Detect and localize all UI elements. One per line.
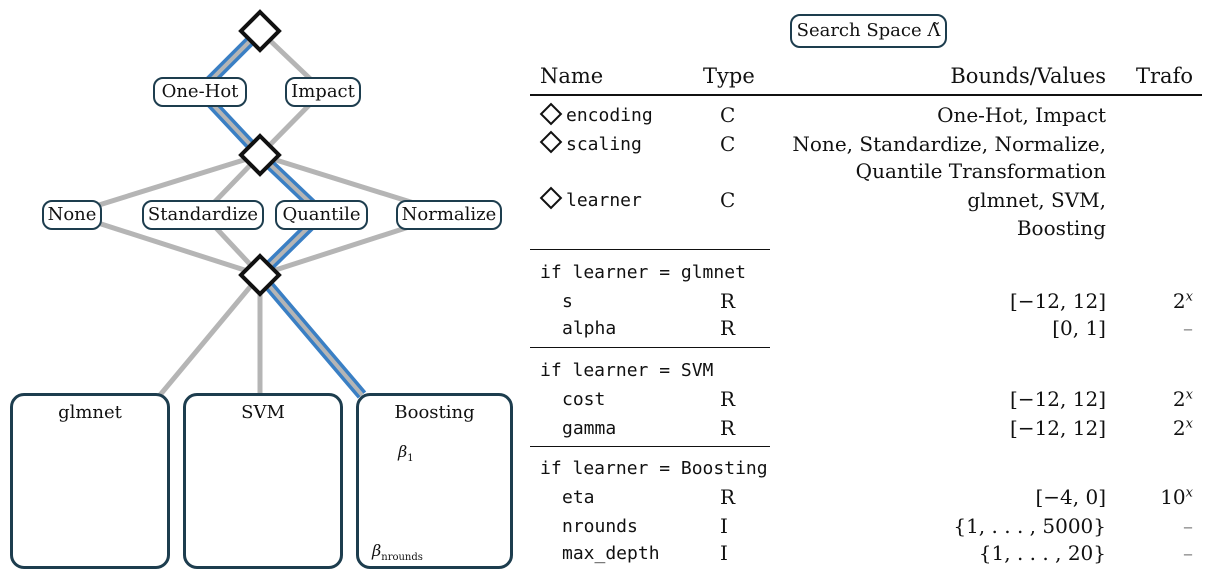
param-cost: cost — [562, 389, 606, 410]
bounds-alpha: [0, 1] — [1052, 316, 1106, 340]
param-learner: learner — [566, 190, 642, 211]
type-learner: C — [720, 188, 736, 212]
scaling-diamond-icon — [539, 130, 563, 154]
node-normalize: Normalize — [396, 200, 502, 230]
encoding-diamond-icon — [539, 102, 563, 126]
type-gamma: R — [720, 416, 736, 440]
rule-svm — [530, 347, 770, 348]
type-nrounds: I — [720, 514, 728, 538]
header-type: Type — [703, 64, 755, 88]
type-s: R — [720, 289, 736, 313]
panel-glmnet-title: glmnet — [58, 402, 122, 423]
type-scaling: C — [720, 132, 736, 156]
header-name: Name — [540, 64, 604, 88]
condition-glmnet: if learner = glmnet — [540, 262, 746, 283]
param-gamma: gamma — [562, 418, 617, 439]
values-learner-line2: Boosting — [1016, 216, 1106, 240]
node-quantile: Quantile — [275, 200, 368, 230]
trafo-max-depth: – — [1183, 541, 1193, 565]
rule-glmnet — [530, 249, 770, 250]
trafo-alpha: – — [1183, 316, 1193, 340]
header-rule — [530, 94, 1202, 96]
panel-boosting: Boosting β1 βnrounds — [356, 393, 513, 569]
panel-glmnet: glmnet — [10, 393, 170, 569]
node-one-hot: One-Hot — [153, 77, 247, 107]
trafo-nrounds: – — [1183, 514, 1193, 538]
encoding-choice-icon — [238, 9, 282, 53]
header-trafo: Trafo — [1136, 64, 1193, 88]
node-standardize: Standardize — [142, 200, 264, 230]
bounds-s: [−12, 12] — [1010, 289, 1106, 313]
type-alpha: R — [720, 316, 736, 340]
values-scaling-line1: None, Standardize, Normalize, — [792, 132, 1106, 156]
condition-svm: if learner = SVM — [540, 360, 714, 381]
values-scaling-line2: Quantile Transformation — [855, 159, 1106, 183]
values-learner-line1: glmnet, SVM, — [967, 188, 1106, 212]
values-encoding: One-Hot, Impact — [937, 103, 1106, 127]
node-impact: Impact — [285, 77, 361, 107]
bounds-gamma: [−12, 12] — [1010, 416, 1106, 440]
panel-svm: SVM — [183, 393, 343, 569]
learner-diamond-icon — [539, 186, 563, 210]
param-alpha: alpha — [562, 318, 617, 339]
graph-edges — [69, 29, 450, 397]
rule-boosting — [530, 446, 770, 447]
learner-choice-icon — [238, 253, 282, 297]
beta-1-label: β1 — [398, 442, 414, 465]
trafo-gamma: 2x — [1172, 416, 1193, 440]
panel-boosting-title: Boosting — [394, 402, 475, 423]
type-cost: R — [720, 387, 736, 411]
search-space-title: Search Space Λ̃ — [790, 14, 947, 48]
condition-boosting: if learner = Boosting — [540, 458, 768, 479]
bounds-nrounds: {1, . . . , 5000} — [953, 514, 1106, 538]
bounds-cost: [−12, 12] — [1010, 387, 1106, 411]
header-bounds: Bounds/Values — [950, 64, 1106, 88]
param-max-depth: max_depth — [562, 543, 660, 564]
param-s: s — [562, 291, 573, 312]
bounds-eta: [−4, 0] — [1035, 485, 1106, 509]
trafo-cost: 2x — [1172, 387, 1193, 411]
panel-svm-title: SVM — [241, 402, 285, 423]
param-encoding: encoding — [566, 105, 653, 126]
param-eta: eta — [562, 487, 595, 508]
param-scaling: scaling — [566, 134, 642, 155]
param-nrounds: nrounds — [562, 516, 638, 537]
type-max-depth: I — [720, 541, 728, 565]
trafo-eta: 10x — [1160, 485, 1193, 509]
node-none: None — [42, 200, 102, 230]
scaling-choice-icon — [238, 133, 282, 177]
bounds-max-depth: {1, . . . , 20} — [978, 541, 1106, 565]
type-encoding: C — [720, 103, 736, 127]
trafo-s: 2x — [1172, 289, 1193, 313]
type-eta: R — [720, 485, 736, 509]
beta-nrounds-label: βnrounds — [372, 541, 423, 564]
